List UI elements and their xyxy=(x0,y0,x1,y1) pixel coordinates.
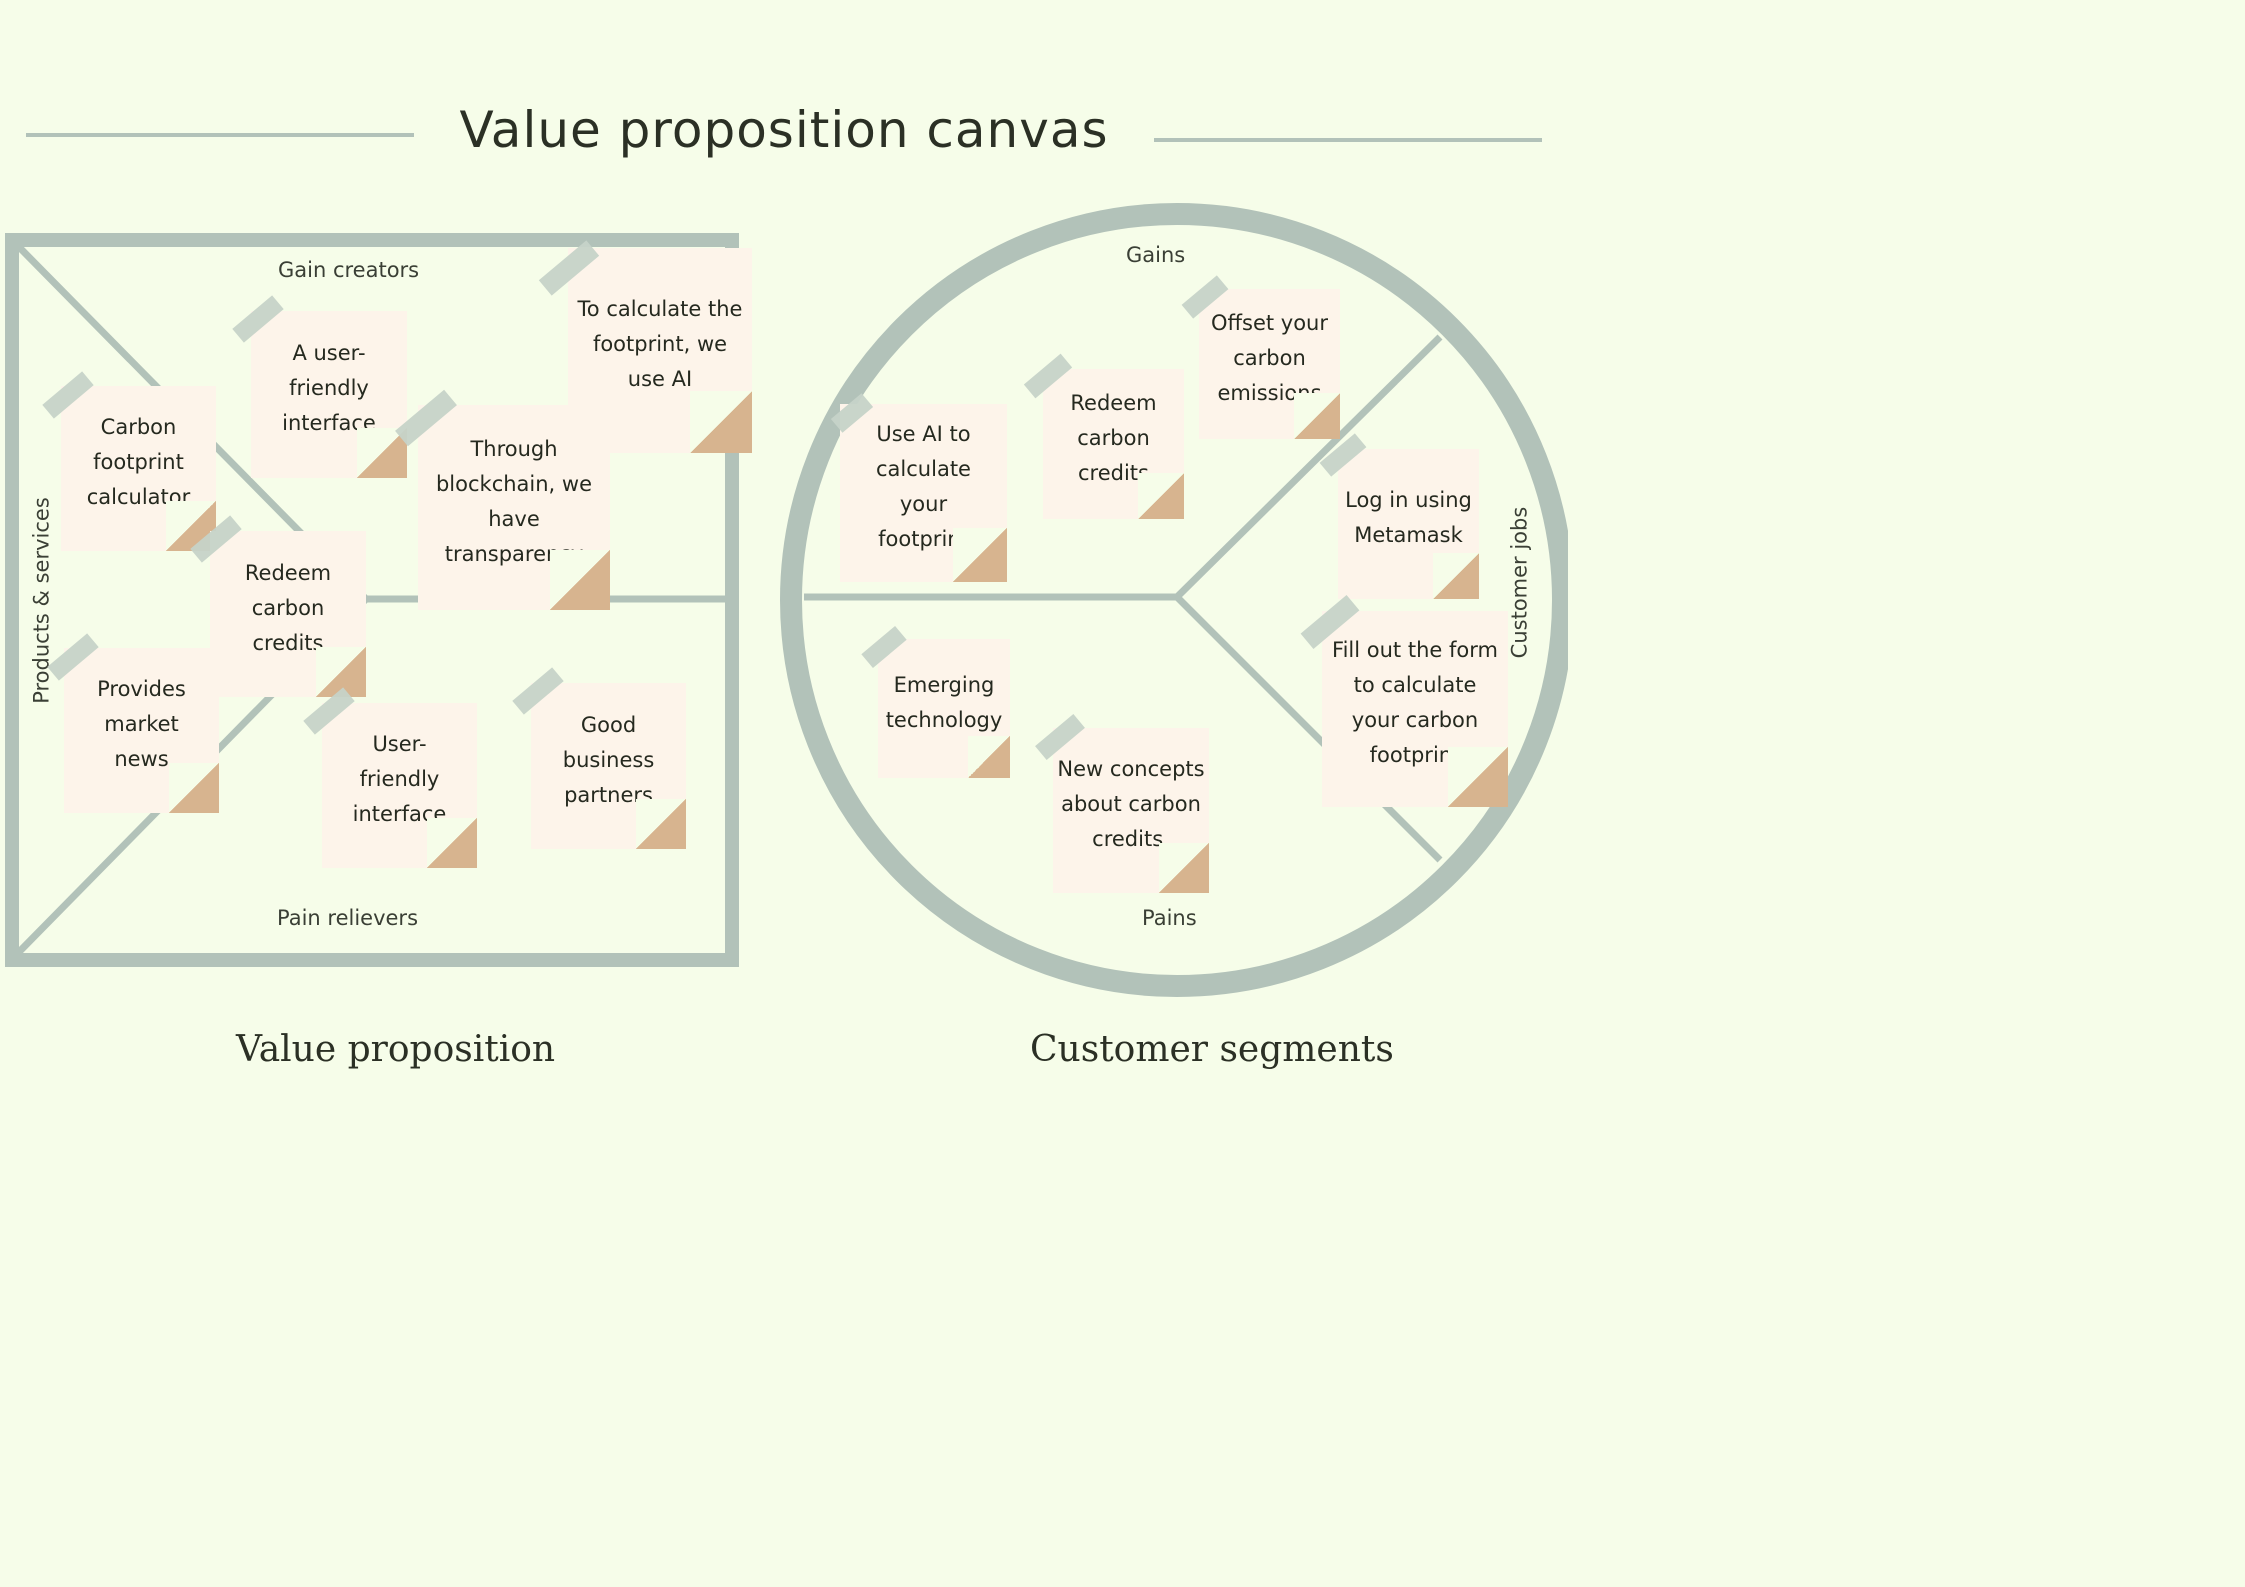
sticky-note-emerging-tech: Emerging technology xyxy=(878,639,1010,778)
note-curl xyxy=(636,799,686,849)
value-map-frame xyxy=(5,233,739,967)
sticky-note-gains-redeem-credits: Redeem carbon credits xyxy=(1043,369,1184,519)
sticky-note-redeem-credits: Redeem carbon credits xyxy=(210,531,366,697)
note-curl xyxy=(1448,747,1508,807)
note-text: To calculate the footprint, we use AI xyxy=(577,297,743,391)
note-curl xyxy=(1294,393,1340,439)
customer-profile-jobs-lower xyxy=(1174,594,1443,863)
title-rule-right xyxy=(1154,138,1542,142)
customer-segments-caption: Customer segments xyxy=(1030,1029,1394,1070)
note-curl xyxy=(690,391,752,453)
gain-creators-label: Gain creators xyxy=(278,258,420,282)
value-proposition-caption: Value proposition xyxy=(236,1029,556,1070)
note-text: Good business partners xyxy=(562,712,655,807)
note-curl xyxy=(1159,843,1209,893)
gains-label: Gains xyxy=(1126,243,1186,267)
products-services-label: Products & services xyxy=(29,497,54,704)
note-curl xyxy=(1138,473,1184,519)
note-curl xyxy=(169,763,219,813)
sticky-note-pain-relievers-interface: User-friendly interface xyxy=(322,703,477,868)
sticky-note-carbon-calculator: Carbon footprint calculator xyxy=(61,386,216,551)
title-rule-left xyxy=(26,133,414,137)
page-title: Value proposition canvas xyxy=(459,101,1109,159)
note-curl xyxy=(1433,553,1479,599)
note-text: Redeem carbon credits xyxy=(1070,390,1157,485)
sticky-note-offset-emissions: Offset your carbon emissions xyxy=(1199,289,1340,439)
customer-profile-frame xyxy=(780,203,1568,997)
sticky-note-blockchain: Through blockchain, we have transparency xyxy=(418,405,610,610)
note-text: Carbon footprint calculator xyxy=(86,415,191,509)
note-text: Log in using Metamask xyxy=(1345,488,1472,547)
note-curl xyxy=(968,736,1010,778)
pain-relievers-label: Pain relievers xyxy=(277,906,419,930)
note-text: Redeem carbon credits xyxy=(244,560,332,655)
sticky-note-metamask-login: Log in using Metamask xyxy=(1338,449,1479,599)
sticky-note-fill-form: Fill out the form to calculate your carb… xyxy=(1322,611,1508,807)
note-curl xyxy=(550,550,610,610)
customer-jobs-label: Customer jobs xyxy=(1507,506,1532,659)
sticky-note-business-partners: Good business partners xyxy=(531,683,686,849)
sticky-note-use-ai: Use AI to calculate your footprint xyxy=(840,404,1007,582)
note-curl xyxy=(427,818,477,868)
sticky-note-market-news: Provides market news xyxy=(64,648,219,813)
note-text: Provides market news xyxy=(97,677,186,771)
note-curl xyxy=(953,528,1007,582)
note-text: Emerging technology xyxy=(885,672,1003,732)
sticky-note-new-concepts: New concepts about carbon credits. xyxy=(1053,728,1209,893)
note-text: New concepts about carbon credits. xyxy=(1057,757,1205,851)
note-text: A user-friendly interface xyxy=(282,341,376,435)
sticky-note-ai-footprint: To calculate the footprint, we use AI xyxy=(568,248,752,453)
pains-label: Pains xyxy=(1142,906,1197,930)
customer-profile-jobs-upper xyxy=(1174,334,1443,600)
note-text: User-friendly interface xyxy=(352,732,447,826)
sticky-note-user-friendly-interface: A user-friendly interface xyxy=(251,311,407,478)
note-text: Fill out the form to calculate your carb… xyxy=(1332,638,1498,767)
